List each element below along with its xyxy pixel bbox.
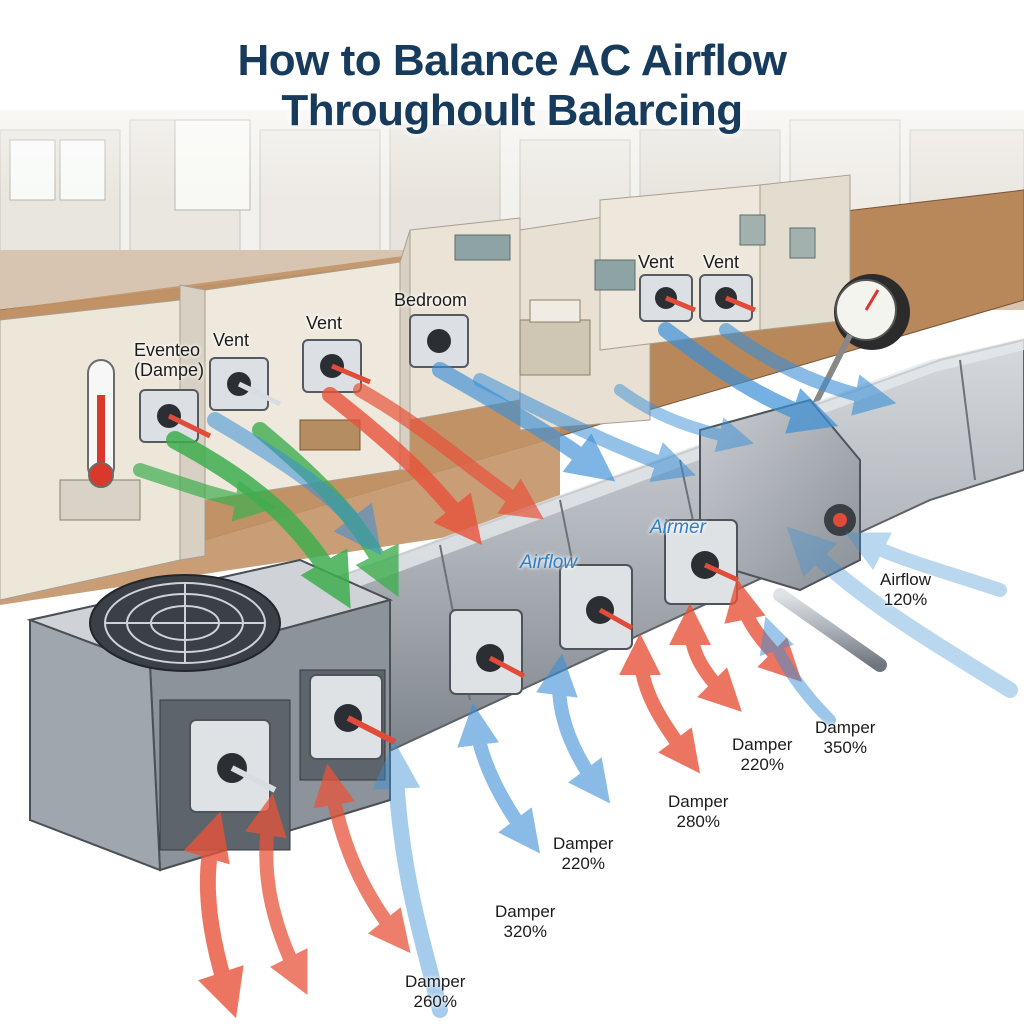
- title-line-1: How to Balance AC Airflow: [237, 36, 787, 85]
- reading-damper: Damper 280%: [668, 792, 728, 832]
- reading-value: 220%: [561, 854, 605, 873]
- top-fade: [0, 0, 1024, 200]
- label-vent-3: Vent: [638, 252, 675, 272]
- wall-vent-bedroom: [409, 314, 469, 368]
- label-duct-airflow: Airflow: [520, 552, 578, 573]
- reading-damper: Damper 220%: [553, 834, 613, 874]
- label-bedroom: Bedroom: [394, 290, 468, 310]
- wall-vent-1: [209, 357, 282, 411]
- wall-vent-3: [639, 274, 696, 322]
- label-damper-room-line-2: (Dampe): [134, 360, 205, 380]
- reading-value: 260%: [413, 992, 457, 1011]
- wall-vent-4: [699, 274, 756, 322]
- reading-label: Damper: [815, 718, 876, 737]
- thermometer-icon: [87, 359, 115, 488]
- airflow-arrows: [133, 322, 1018, 1019]
- reading-damper: Damper 320%: [495, 902, 555, 942]
- title-line-2: Throughoult Balarcing: [281, 86, 743, 135]
- reading-value: 350%: [823, 738, 867, 757]
- reading-value: 280%: [676, 812, 720, 831]
- duct-damper-1: [449, 609, 526, 695]
- unit-damper-1: [189, 719, 277, 813]
- reading-label: Damper: [732, 735, 793, 754]
- duct-damper-2: [559, 564, 634, 650]
- reading-label: Damper: [553, 834, 614, 853]
- label-vent-4: Vent: [703, 252, 740, 272]
- label-damper-room: Eventeo (Dampe): [134, 340, 204, 380]
- reading-label: Damper: [405, 972, 466, 991]
- reading-damper: Damper 350%: [815, 718, 875, 758]
- reading-label: Airflow: [880, 570, 932, 589]
- page-title: How to Balance AC Airflow Throughoult Ba…: [0, 36, 1024, 136]
- wall-vent-2: [302, 339, 371, 393]
- label-vent-1: Vent: [213, 330, 250, 350]
- reading-value: 220%: [740, 755, 784, 774]
- reading-value: 120%: [883, 590, 928, 609]
- label-damper-room-line-1: Eventeo: [134, 340, 201, 360]
- reading-damper: Damper 260%: [405, 972, 465, 1012]
- fan-grille-icon: [89, 574, 281, 672]
- reading-label: Damper: [495, 902, 556, 921]
- label-vent-2: Vent: [306, 313, 343, 333]
- duct-damper-3: [664, 519, 740, 605]
- label-duct-airmer: Airmer: [650, 517, 706, 538]
- reading-damper: Damper 220%: [732, 735, 792, 775]
- reading-value: 320%: [503, 922, 547, 941]
- reading-airflow: Airflow 120%: [880, 570, 931, 610]
- unit-damper-2: [309, 674, 397, 760]
- reading-label: Damper: [668, 792, 729, 811]
